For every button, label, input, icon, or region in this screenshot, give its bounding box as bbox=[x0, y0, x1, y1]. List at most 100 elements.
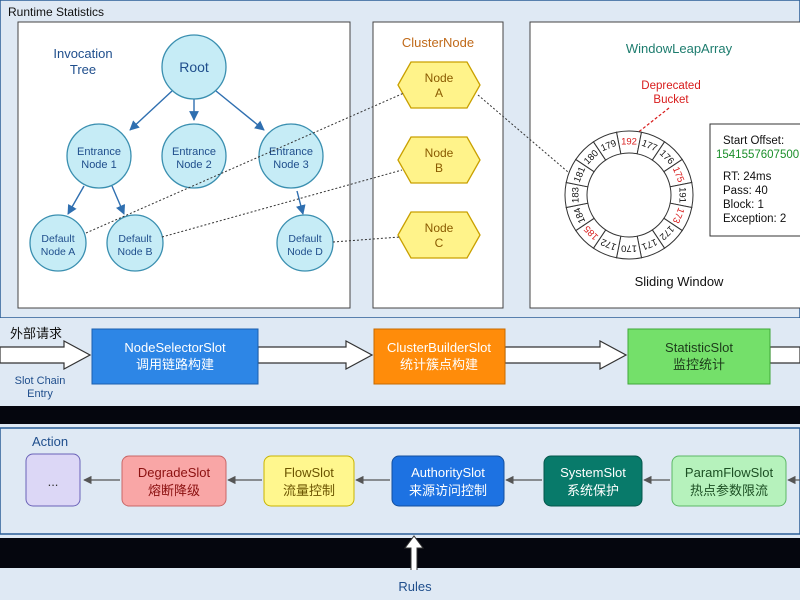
authority-slot[interactable]: AuthoritySlot 来源访问控制 bbox=[391, 455, 505, 507]
flow-slot-box bbox=[263, 455, 355, 507]
arrow-clusterbuilder-statistic bbox=[504, 339, 628, 371]
rules-footer bbox=[0, 570, 800, 600]
runtime-panel-title: Runtime Statistics bbox=[8, 5, 104, 19]
statistic-slot[interactable]: StatisticSlot 监控统计 bbox=[627, 328, 771, 385]
cluster-builder-slot-box bbox=[373, 328, 506, 385]
stat-rt: RT: 24ms bbox=[723, 171, 772, 183]
edge-root-entrance3 bbox=[215, 90, 265, 131]
param-flow-slot-box bbox=[671, 455, 787, 507]
default-node-d-line2: Node D bbox=[287, 246, 323, 258]
system-slot-desc: 系统保护 bbox=[567, 483, 619, 498]
flow-slot-name: FlowSlot bbox=[284, 465, 334, 480]
link-defaultD-clusterC bbox=[332, 236, 401, 243]
default-node-d-line1: Default bbox=[288, 233, 321, 245]
param-flow-slot[interactable]: ParamFlowSlot 热点参数限流 bbox=[671, 455, 787, 507]
statistic-slot-name: StatisticSlot bbox=[665, 340, 733, 355]
cluster-builder-slot-name: ClusterBuilderSlot bbox=[387, 340, 491, 355]
system-slot-box bbox=[543, 455, 643, 507]
sliding-window-caption: Sliding Window bbox=[635, 274, 724, 289]
node-selector-slot-desc: 调用链路构建 bbox=[136, 357, 214, 372]
rules-up-arrow bbox=[404, 535, 424, 573]
param-flow-slot-name: ParamFlowSlot bbox=[685, 465, 774, 480]
separator-band-bottom bbox=[0, 538, 800, 568]
cluster-builder-slot-desc: 统计簇点构建 bbox=[400, 357, 478, 372]
ellipsis-slot-label: ... bbox=[48, 474, 59, 489]
entrance-node-1-line1: Entrance bbox=[77, 146, 121, 158]
default-node-a-circle bbox=[29, 214, 87, 272]
node-selector-slot-box bbox=[91, 328, 259, 385]
entrance-node-2-line1: Entrance bbox=[172, 146, 216, 158]
default-node-b-line2: Node B bbox=[117, 246, 152, 258]
cluster-node-a[interactable]: Node A bbox=[397, 61, 481, 109]
deprecated-bucket-line2: Bucket bbox=[653, 94, 689, 106]
bucket-value: 170 bbox=[621, 243, 637, 254]
link-defaultB-clusterB bbox=[161, 169, 403, 238]
cluster-builder-slot[interactable]: ClusterBuilderSlot 统计簇点构建 bbox=[373, 328, 506, 385]
bucket-stats-box bbox=[709, 123, 800, 237]
degrade-slot[interactable]: DegradeSlot 熔断降级 bbox=[121, 455, 227, 507]
edge-entrance1-defaultA bbox=[67, 185, 85, 215]
param-flow-slot-desc: 热点参数限流 bbox=[690, 483, 768, 498]
invocation-tree-panel: Invocation Tree Root Entrance Node 1 Ent… bbox=[17, 21, 351, 309]
cluster-node-c[interactable]: Node C bbox=[397, 211, 481, 259]
cluster-node-b-line2: B bbox=[435, 161, 443, 175]
cross-panel-links bbox=[85, 92, 569, 243]
root-node-label: Root bbox=[179, 59, 209, 75]
start-offset-label: Start Offset: bbox=[723, 135, 784, 147]
entrance-node-1[interactable]: Entrance Node 1 bbox=[66, 123, 132, 189]
default-node-d-circle bbox=[276, 214, 334, 272]
system-slot-name: SystemSlot bbox=[560, 465, 626, 480]
default-node-a-line2: Node A bbox=[41, 246, 75, 258]
statistic-slot-box bbox=[627, 328, 771, 385]
stat-pass: Pass: 40 bbox=[723, 185, 768, 197]
bucket-value: 183 bbox=[571, 187, 582, 203]
entry-arrow bbox=[0, 339, 92, 371]
flow-slot[interactable]: FlowSlot 流量控制 bbox=[263, 455, 355, 507]
action-panel: Action ... DegradeSlot 熔断降级 FlowSlot 流量控… bbox=[0, 427, 800, 535]
ellipsis-slot[interactable]: ... bbox=[25, 453, 81, 507]
separator-band-top bbox=[0, 406, 800, 424]
entrance-node-3-line1: Entrance bbox=[269, 146, 313, 158]
authority-slot-name: AuthoritySlot bbox=[411, 465, 485, 480]
invocation-tree-title-line2: Tree bbox=[70, 62, 96, 77]
cluster-node-b[interactable]: Node B bbox=[397, 136, 481, 184]
degrade-slot-desc: 熔断降级 bbox=[148, 483, 200, 498]
system-slot[interactable]: SystemSlot 系统保护 bbox=[543, 455, 643, 507]
cluster-node-panel: ClusterNode Node A Node B Node C bbox=[372, 21, 504, 309]
rules-label: Rules bbox=[398, 579, 432, 594]
window-leap-array-title: WindowLeapArray bbox=[626, 41, 733, 56]
slot-chain-band: 外部请求 Slot Chain Entry NodeSelectorSlot 调… bbox=[0, 318, 800, 406]
start-offset-value: 1541557607500 bbox=[716, 149, 799, 161]
slot-chain-entry-line2: Entry bbox=[27, 388, 53, 400]
cluster-node-c-line1: Node bbox=[425, 221, 454, 235]
ellipsis-slot-box bbox=[25, 453, 81, 507]
entrance-node-3[interactable]: Entrance Node 3 bbox=[258, 123, 324, 189]
degrade-slot-box bbox=[121, 455, 227, 507]
flow-slot-desc: 流量控制 bbox=[283, 483, 335, 498]
entrance-node-1-line2: Node 1 bbox=[81, 159, 116, 171]
deprecated-bucket-line1: Deprecated bbox=[641, 80, 700, 92]
bucket-value: 191 bbox=[677, 187, 688, 203]
cluster-node-a-line1: Node bbox=[425, 71, 454, 85]
default-node-a[interactable]: Default Node A bbox=[29, 214, 87, 272]
cluster-node-b-hexagon bbox=[397, 136, 481, 184]
entrance-node-2-line2: Node 2 bbox=[176, 159, 211, 171]
root-node[interactable]: Root bbox=[161, 34, 227, 100]
default-node-d[interactable]: Default Node D bbox=[276, 214, 334, 272]
root-node-circle bbox=[161, 34, 227, 100]
entrance-node-2-circle bbox=[161, 123, 227, 189]
edge-root-entrance1 bbox=[129, 90, 173, 131]
default-node-b[interactable]: Default Node B bbox=[106, 214, 164, 272]
bucket-segment bbox=[592, 131, 622, 161]
slot-chain-entry-line1: Slot Chain bbox=[15, 375, 66, 387]
statistic-slot-desc: 监控统计 bbox=[673, 357, 725, 372]
action-title: Action bbox=[32, 434, 68, 449]
entrance-node-2[interactable]: Entrance Node 2 bbox=[161, 123, 227, 189]
bucket-value: 192 bbox=[621, 137, 637, 148]
node-selector-slot[interactable]: NodeSelectorSlot 调用链路构建 bbox=[91, 328, 259, 385]
arrow-nodeselector-clusterbuilder bbox=[257, 339, 374, 371]
edge-entrance3-defaultD bbox=[296, 190, 306, 215]
cluster-node-title: ClusterNode bbox=[402, 35, 474, 50]
